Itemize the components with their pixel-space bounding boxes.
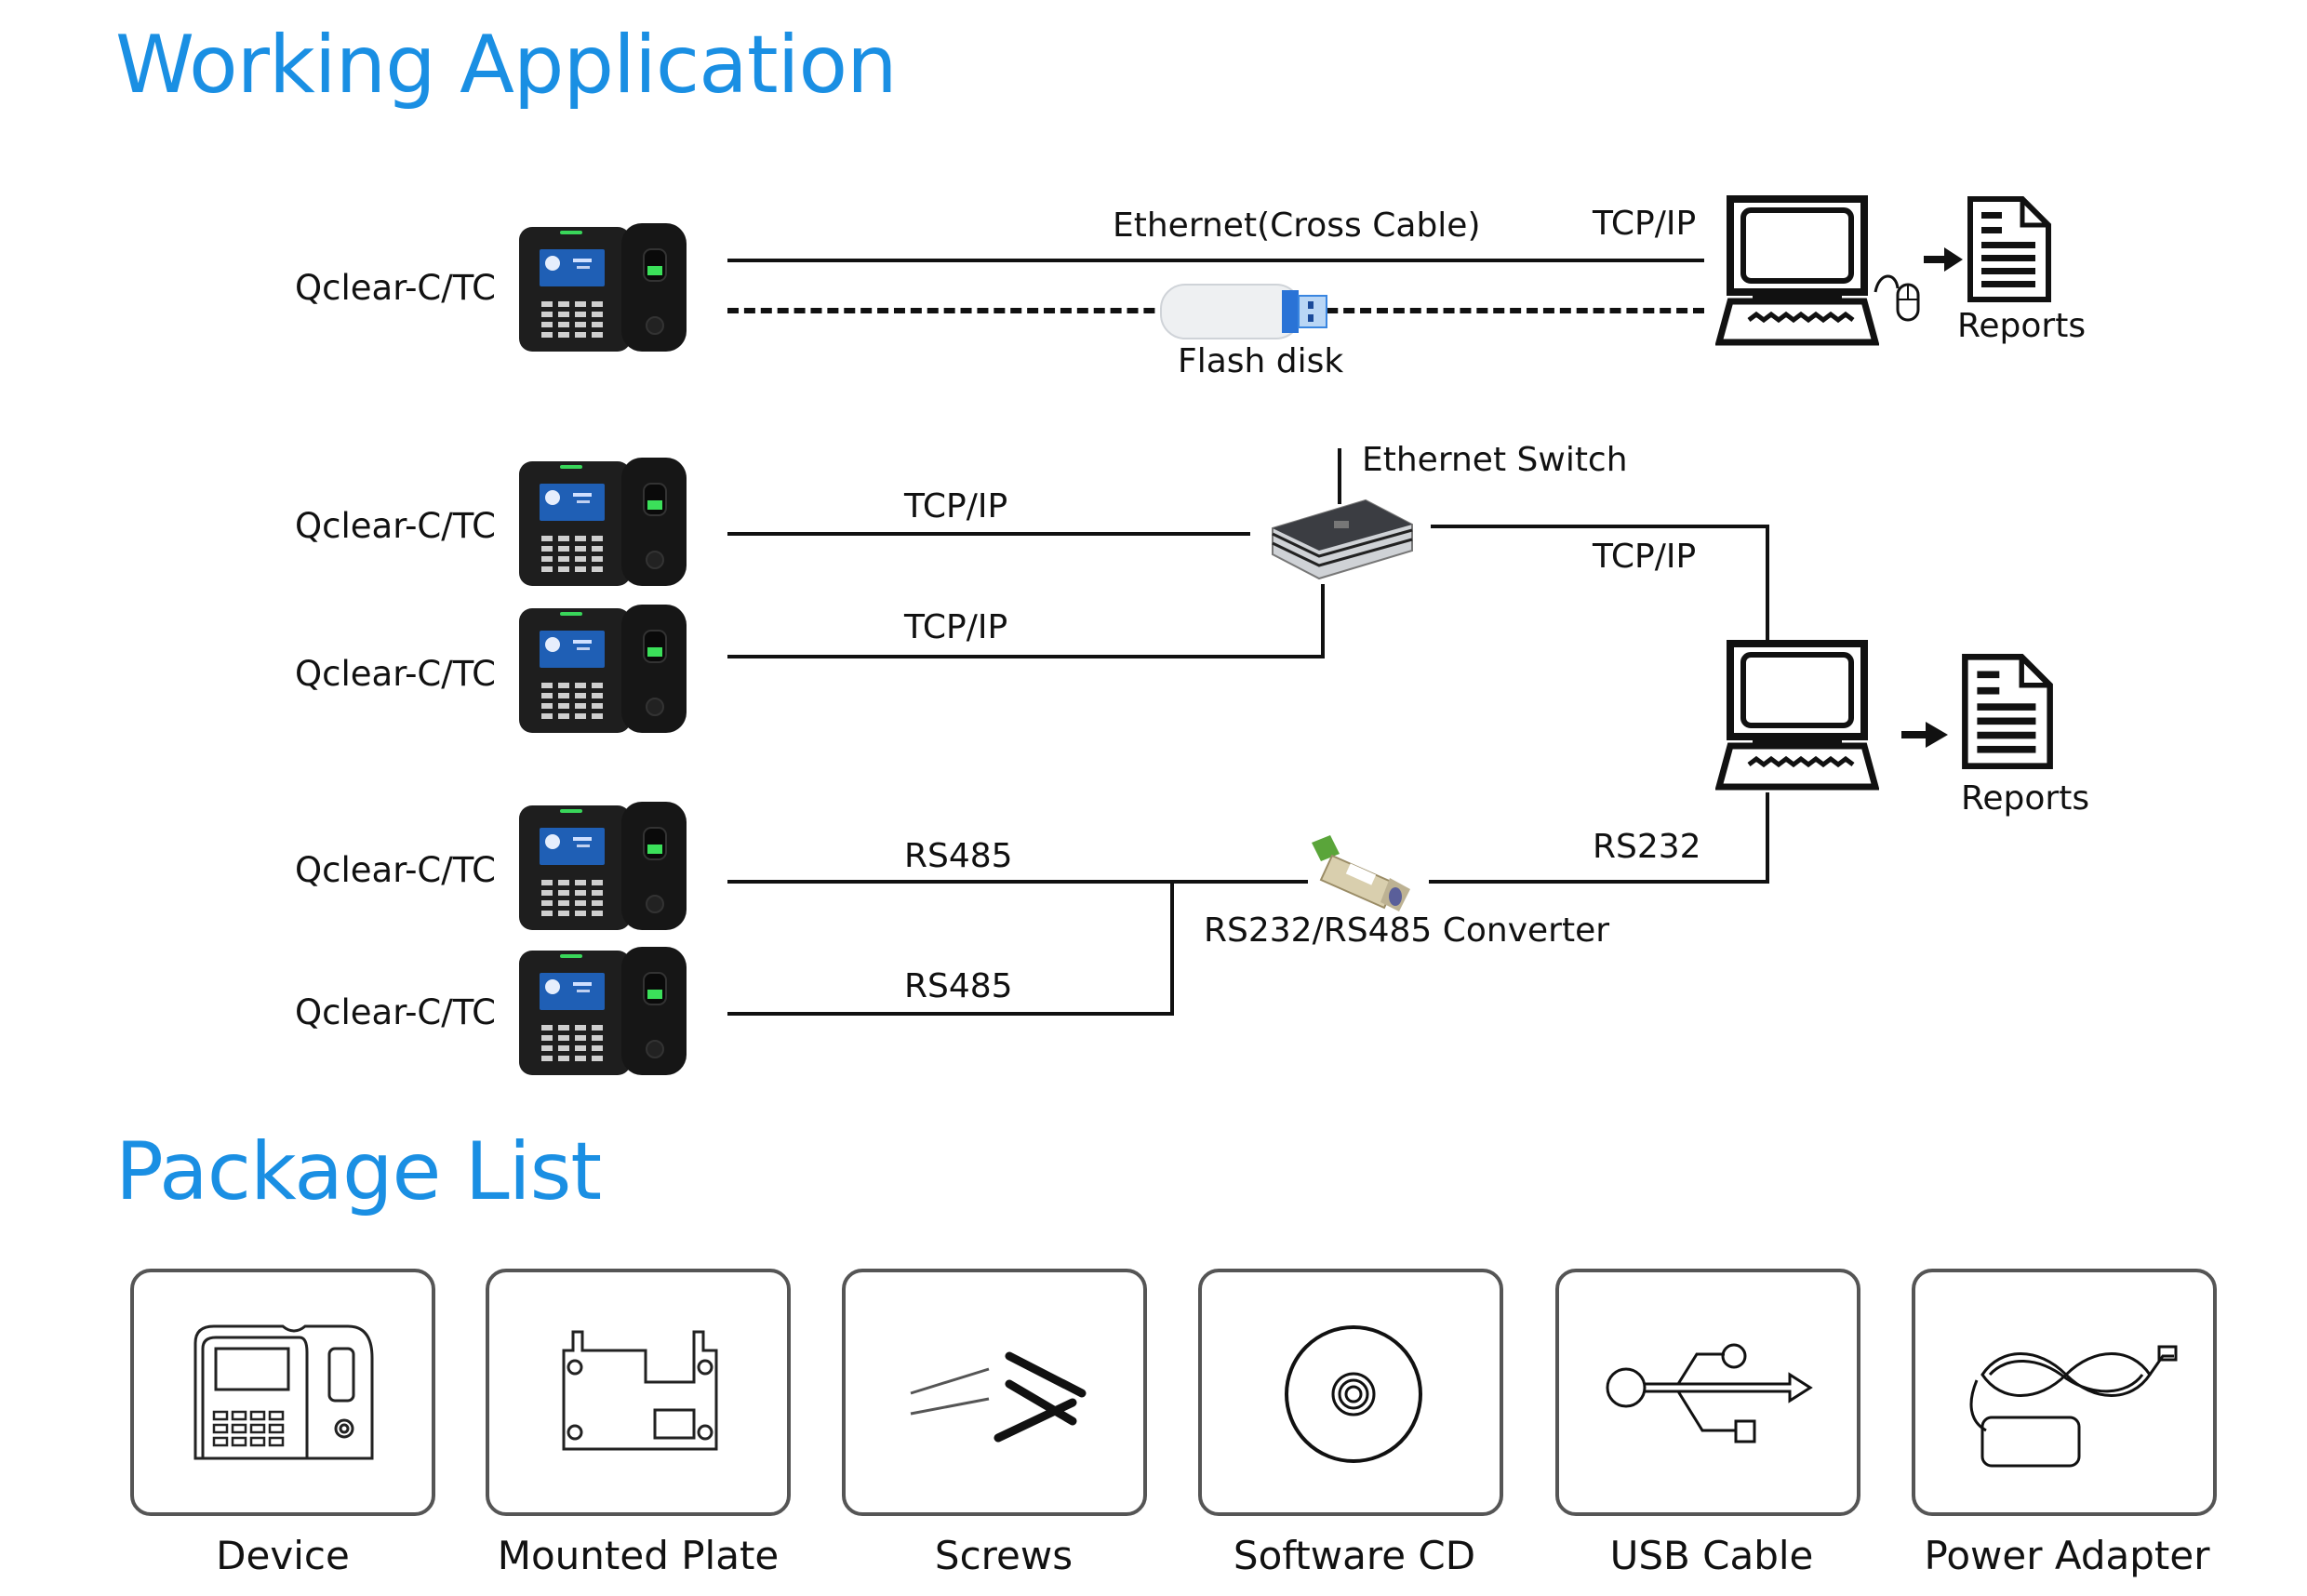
package-item-mounted-plate [486,1269,791,1516]
converter-to-pc-vertical [1766,792,1769,884]
switch-to-pc-line [1431,525,1769,528]
arrow-right-icon-2 [1901,722,1948,748]
device-label-5: Qclear-C/TC [295,992,496,1032]
package-item-screws [842,1269,1147,1516]
tcpip-label-row1: TCP/IP [1593,205,1697,243]
mouse-icon [1874,274,1920,322]
ethernet-switch-icon [1272,499,1413,580]
device3-to-switch-line [727,655,1325,658]
package-item-device [130,1269,435,1516]
package-label-usb-cable: USB Cable [1609,1533,1814,1578]
switch-antenna [1338,448,1341,504]
rs485-bus-vertical [1170,880,1174,1016]
terminal-device-5 [517,945,688,1077]
package-label-device: Device [216,1533,350,1578]
device-label-1: Qclear-C/TC [295,268,496,308]
flash-disk-label: Flash disk [1178,342,1344,380]
ethernet-cable-line [727,259,1704,262]
terminal-device-2 [517,456,688,588]
package-item-power-adapter [1912,1269,2217,1516]
package-item-usb-cable [1555,1269,1860,1516]
converter-label: RS232/RS485 Converter [1204,911,1610,950]
device-label-2: Qclear-C/TC [295,506,496,546]
ethernet-switch-label: Ethernet Switch [1362,441,1628,479]
reports-label-1: Reports [1957,307,2087,345]
package-item-software-cd [1198,1269,1503,1516]
reports-label-2: Reports [1961,779,2090,818]
tcpip-label-switch-pc: TCP/IP [1593,538,1697,576]
device4-rs485-line [727,880,1308,884]
tcpip-label-device3: TCP/IP [904,608,1008,646]
device2-to-switch-line [727,532,1250,536]
rs485-label-device5: RS485 [904,967,1013,1005]
cd-icon [1285,1325,1422,1463]
mounting-plate-icon [562,1330,718,1451]
rs485-label-device4: RS485 [904,837,1013,875]
computer-icon-2 [1715,640,1879,792]
terminal-device-1 [517,221,688,353]
arrow-right-icon-1 [1924,247,1963,272]
package-label-mounted-plate: Mounted Plate [497,1533,780,1578]
computer-icon-1 [1715,195,1879,348]
package-label-software-cd: Software CD [1233,1533,1476,1578]
working-application-title: Working Application [115,19,898,112]
package-list-title: Package List [115,1125,602,1218]
report-document-icon-1 [1967,195,2052,303]
switch-to-pc-vertical [1766,525,1769,642]
rs232-label: RS232 [1593,828,1701,866]
device-label-3: Qclear-C/TC [295,654,496,694]
switch-down-line [1321,584,1325,658]
converter-to-pc-line [1429,880,1769,884]
terminal-device-3 [517,603,688,735]
report-document-icon-2 [1961,649,2054,774]
ethernet-cross-cable-label: Ethernet(Cross Cable) [1113,206,1481,245]
rs232-rs485-converter-icon [1312,835,1410,911]
package-label-power-adapter: Power Adapter [1924,1533,2210,1578]
tcpip-label-device2: TCP/IP [904,487,1008,525]
device-icon [193,1324,374,1460]
power-adapter-icon [1969,1345,2178,1468]
device-label-4: Qclear-C/TC [295,850,496,890]
device5-rs485-line [727,1012,1174,1016]
flash-disk-icon [1160,284,1327,339]
package-label-screws: Screws [934,1533,1073,1578]
screws-icon [910,1351,1087,1443]
usb-icon [1606,1343,1813,1443]
terminal-device-4 [517,800,688,932]
